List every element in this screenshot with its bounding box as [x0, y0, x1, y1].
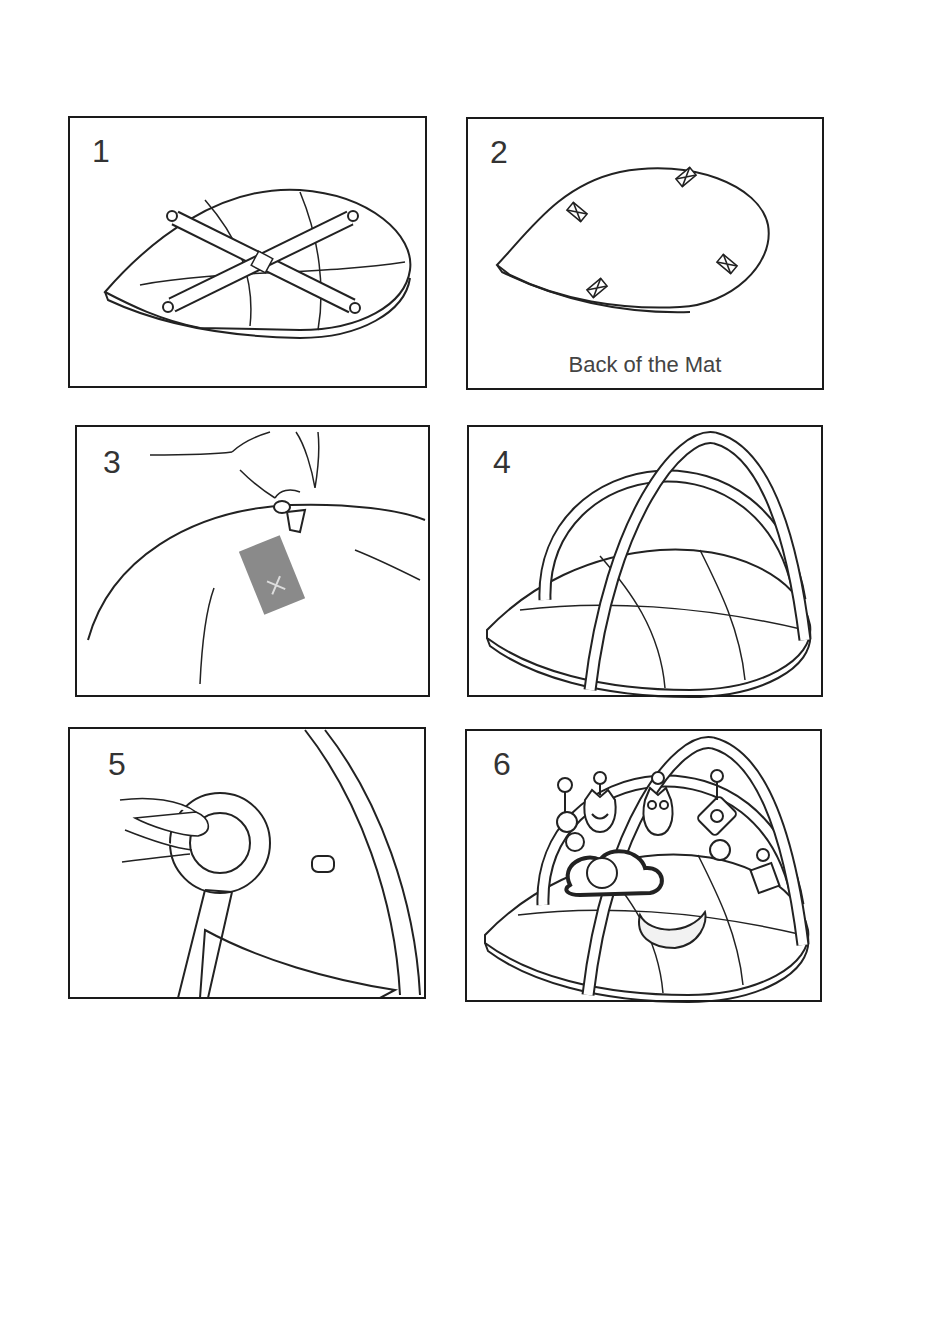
finished-play-gym — [485, 743, 808, 1002]
mat-back — [497, 167, 769, 312]
step-number: 2 — [490, 135, 508, 170]
step-panel: 6 — [465, 729, 822, 1002]
step-panel: 3 — [75, 425, 430, 697]
step-number: 1 — [92, 134, 110, 169]
step-panel: 1 — [68, 116, 427, 388]
step-number: 4 — [493, 445, 511, 480]
step-panel: 4 — [467, 425, 823, 697]
mat-with-straps — [105, 190, 410, 338]
step-number: 3 — [103, 445, 121, 480]
step-panel: 2Back of the Mat — [466, 117, 824, 390]
ring-clip-closeup — [120, 730, 420, 998]
step-panel: 5 — [68, 727, 426, 999]
panel-caption: Back of the Mat — [468, 353, 822, 377]
step-number: 5 — [108, 747, 126, 782]
mat-with-arches — [487, 438, 810, 697]
tab-attach-closeup — [88, 432, 425, 684]
step-number: 6 — [493, 747, 511, 782]
